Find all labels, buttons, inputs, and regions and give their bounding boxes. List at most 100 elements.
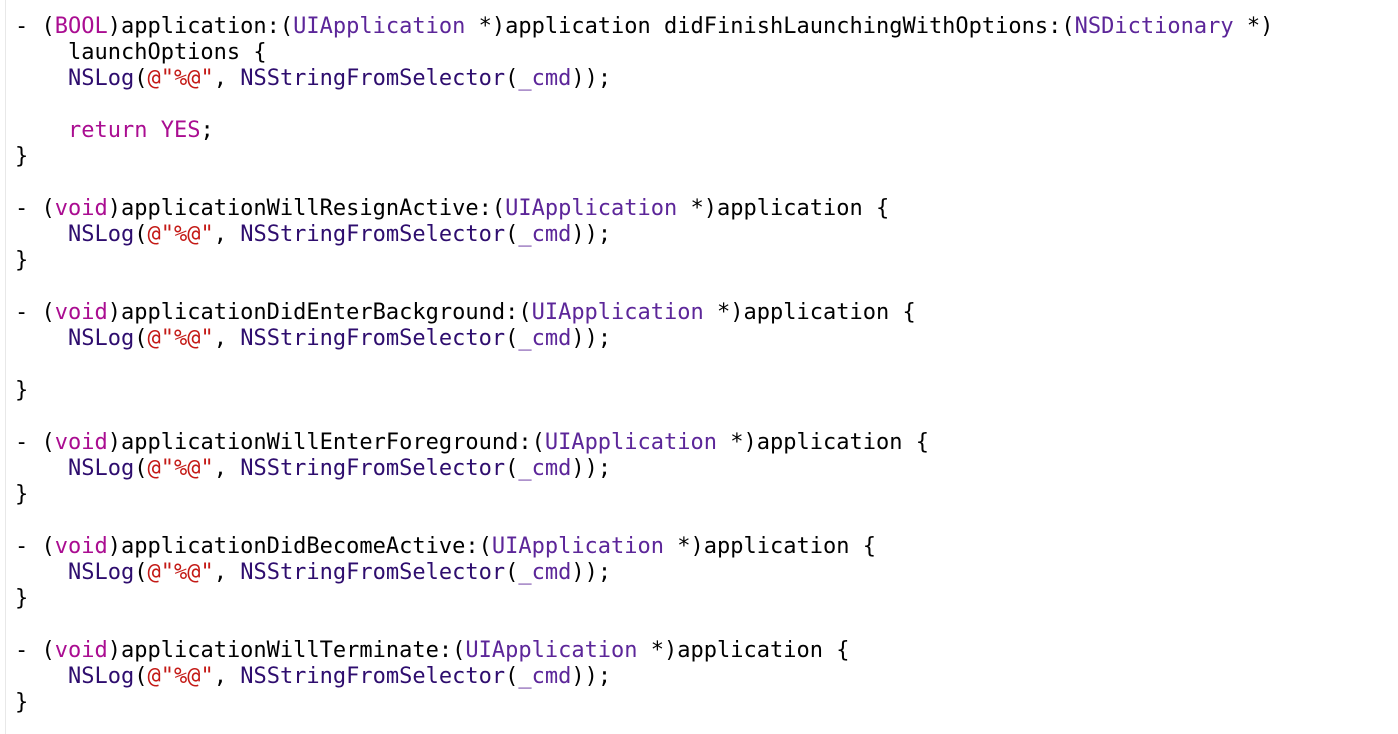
code-token-str: @"%@"	[147, 664, 214, 689]
code-token-type: UIApplication	[491, 534, 665, 559]
code-token-plain: )applicationWillTerminate:(	[107, 638, 466, 663]
code-line: - (BOOL)application:(UIApplication *)app…	[15, 14, 1273, 40]
code-token-fn: NSLog	[67, 222, 135, 247]
code-token-str: @"%@"	[147, 560, 214, 585]
code-token-type: UIApplication	[293, 14, 466, 39]
source-code[interactable]: - (BOOL)application:(UIApplication *)app…	[15, 14, 1273, 716]
code-token-str: @"%@"	[147, 66, 214, 91]
code-token-type: _cmd	[518, 664, 572, 689]
code-token-plain: (	[134, 66, 148, 91]
code-token-plain: - (	[15, 534, 55, 559]
code-token-plain: )application:(	[107, 14, 294, 39]
code-line: launchOptions {	[15, 40, 1273, 66]
code-token-fn: NSLog	[67, 560, 135, 585]
code-token-plain	[15, 560, 68, 585]
code-token-plain: (	[134, 456, 148, 481]
code-line: }	[15, 144, 1273, 170]
code-token-plain: ,	[213, 222, 241, 247]
code-token-kw: return	[67, 118, 148, 143]
code-token-plain: ,	[213, 560, 241, 585]
code-token-plain: ));	[571, 326, 612, 351]
code-token-plain: - (	[15, 430, 55, 455]
code-line: NSLog(@"%@", NSStringFromSelector(_cmd))…	[15, 560, 1273, 586]
code-token-plain: ));	[571, 456, 612, 481]
code-token-kw: BOOL	[54, 14, 108, 39]
code-token-plain: ;	[200, 118, 214, 143]
code-line: NSLog(@"%@", NSStringFromSelector(_cmd))…	[15, 222, 1273, 248]
code-token-plain	[147, 118, 160, 143]
code-token-plain: ));	[571, 222, 612, 247]
code-token-kw: void	[54, 430, 108, 455]
code-line: NSLog(@"%@", NSStringFromSelector(_cmd))…	[15, 664, 1273, 690]
code-token-fn: NSStringFromSelector	[240, 222, 506, 247]
code-token-plain: }	[15, 248, 29, 273]
code-token-fn: NSStringFromSelector	[240, 66, 506, 91]
code-token-plain: ,	[213, 66, 241, 91]
code-token-type: _cmd	[518, 222, 572, 247]
code-token-plain: - (	[15, 196, 55, 221]
code-token-kw: void	[54, 196, 108, 221]
code-token-plain: )applicationDidEnterBackground:(	[107, 300, 532, 325]
code-token-plain: - (	[15, 638, 55, 663]
code-line: }	[15, 378, 1273, 404]
code-token-plain: }	[15, 144, 29, 169]
code-token-str: @"%@"	[147, 456, 214, 481]
code-token-plain: *)application {	[677, 196, 890, 221]
code-token-plain: *)application {	[637, 638, 850, 663]
code-token-type: UIApplication	[505, 196, 678, 221]
code-token-plain: (	[134, 222, 148, 247]
code-token-plain	[15, 222, 68, 247]
code-token-type: _cmd	[518, 560, 572, 585]
code-token-type: _cmd	[518, 326, 572, 351]
code-token-plain: (	[134, 326, 148, 351]
code-token-kw: YES	[160, 118, 201, 143]
code-line: }	[15, 482, 1273, 508]
code-line	[15, 274, 1273, 300]
code-line	[15, 404, 1273, 430]
code-token-type: UIApplication	[544, 430, 718, 455]
code-token-plain: ,	[213, 326, 241, 351]
code-token-plain: (	[505, 560, 519, 585]
code-token-plain: }	[15, 690, 29, 715]
code-token-plain: *)application {	[664, 534, 876, 559]
code-token-kw: void	[54, 638, 108, 663]
code-token-fn: NSStringFromSelector	[240, 560, 506, 585]
code-line: }	[15, 586, 1273, 612]
code-token-plain	[15, 456, 68, 481]
code-token-type: NSDictionary	[1074, 14, 1234, 39]
code-token-plain	[15, 664, 68, 689]
code-line: NSLog(@"%@", NSStringFromSelector(_cmd))…	[15, 66, 1273, 92]
code-line: - (void)applicationDidBecomeActive:(UIAp…	[15, 534, 1273, 560]
editor-gutter-divider	[5, 0, 6, 734]
code-token-type: UIApplication	[465, 638, 638, 663]
code-token-plain: (	[505, 456, 519, 481]
code-token-plain: *)application didFinishLaunchingWithOpti…	[465, 14, 1075, 39]
code-line	[15, 170, 1273, 196]
code-token-plain	[15, 66, 68, 91]
code-token-kw: void	[54, 300, 108, 325]
code-token-type: UIApplication	[531, 300, 704, 325]
code-line: - (void)applicationWillEnterForeground:(…	[15, 430, 1273, 456]
code-token-plain: ,	[213, 456, 241, 481]
code-token-plain: ,	[213, 664, 241, 689]
code-token-plain: launchOptions {	[15, 40, 267, 65]
code-token-fn: NSLog	[67, 66, 135, 91]
code-token-plain: ));	[571, 66, 612, 91]
code-token-plain: - (	[15, 300, 55, 325]
code-line	[15, 612, 1273, 638]
code-line: - (void)applicationWillTerminate:(UIAppl…	[15, 638, 1273, 664]
code-token-plain: - (	[15, 14, 55, 39]
code-token-str: @"%@"	[147, 222, 214, 247]
code-token-plain: )applicationWillResignActive:(	[107, 196, 506, 221]
code-token-fn: NSLog	[67, 664, 135, 689]
code-line: return YES;	[15, 118, 1273, 144]
code-token-plain: (	[505, 66, 519, 91]
code-token-plain: )applicationDidBecomeActive:(	[107, 534, 492, 559]
code-token-plain: (	[505, 664, 519, 689]
code-token-plain	[15, 118, 68, 143]
code-token-plain: (	[134, 664, 148, 689]
code-line: - (void)applicationWillResignActive:(UIA…	[15, 196, 1273, 222]
code-line: }	[15, 248, 1273, 274]
code-line	[15, 508, 1273, 534]
